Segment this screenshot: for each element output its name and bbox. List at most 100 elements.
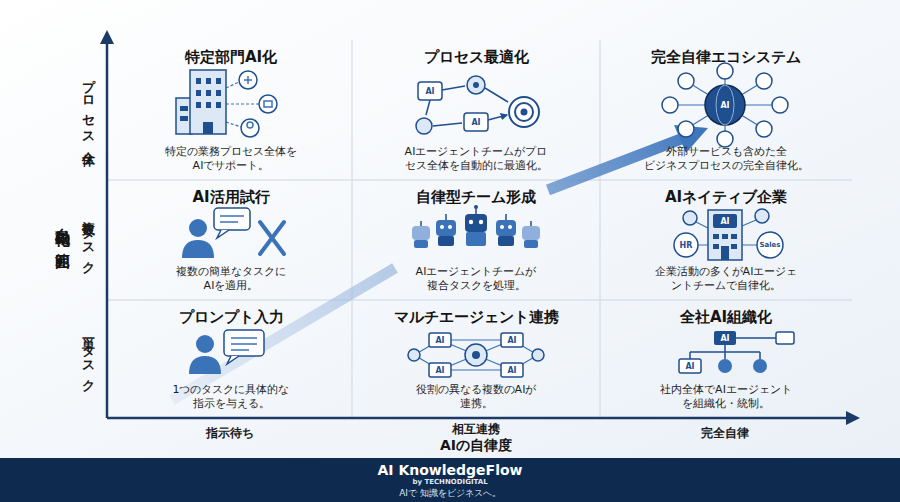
globe-symbol bbox=[716, 85, 734, 125]
robot-head bbox=[496, 220, 516, 236]
service-circle bbox=[772, 97, 788, 113]
axis-title: 自動化の範囲 bbox=[53, 216, 72, 245]
robot-symbol bbox=[496, 214, 516, 246]
person-symbol bbox=[182, 240, 214, 258]
department-circle bbox=[674, 233, 698, 257]
cell-description: 複数の簡単なタスクに AIを適用。 bbox=[165, 265, 297, 293]
speech-bubble bbox=[224, 330, 264, 356]
ai-sign bbox=[713, 214, 737, 228]
speech-bubble bbox=[214, 208, 250, 230]
axis-tick-label: プロセス全体 bbox=[79, 69, 97, 147]
cell-heading: AI活用試行 bbox=[192, 188, 269, 206]
footer-band: AI KnowledgeFlowby TECHNODIGITALAIで 知識をビ… bbox=[0, 458, 900, 502]
process-flow-icon bbox=[416, 76, 539, 134]
robot-eye bbox=[448, 225, 452, 229]
axis-tick-label: 単一タスク bbox=[79, 328, 97, 388]
robot-antenna bbox=[530, 221, 532, 226]
ai-box bbox=[714, 331, 736, 345]
brand-byline: by TECHNODIGITAL bbox=[412, 478, 487, 487]
text-lines bbox=[220, 216, 244, 222]
speech-bubble bbox=[227, 356, 239, 364]
robot-head bbox=[465, 214, 487, 232]
function-symbol bbox=[244, 76, 272, 128]
robot-body bbox=[498, 236, 514, 246]
x-axis bbox=[107, 417, 850, 420]
agent-circle bbox=[532, 349, 544, 361]
icon-label: AI bbox=[507, 336, 516, 345]
matrix-cell: AIネイティブ企業企業活動の多くがAIエージェ ントチームで自律化。 bbox=[600, 180, 852, 300]
cell-description: 社内全体でAIエージェント を組織化・統制。 bbox=[645, 383, 807, 411]
matrix-cell: AI活用試行複数の簡単なタスクに AIを適用。 bbox=[110, 180, 352, 300]
target-symbol bbox=[515, 103, 533, 121]
grid-line bbox=[107, 40, 852, 418]
cell-heading: 自律型チーム形成 bbox=[416, 188, 536, 206]
speech-bubble bbox=[217, 230, 229, 238]
person-prompt-icon bbox=[189, 330, 264, 374]
cell-description: 企業活動の多くがAIエージェ ントチームで自律化。 bbox=[645, 265, 807, 293]
target-symbol bbox=[521, 109, 528, 116]
icon-label: AI bbox=[720, 217, 729, 226]
cell-description: 特定の業務プロセス全体を AIでサポート。 bbox=[152, 145, 310, 173]
axis-title: AIの自律度 bbox=[440, 437, 512, 455]
y-axis bbox=[106, 40, 109, 418]
y-axis-arrowhead bbox=[100, 30, 114, 44]
globe-symbol bbox=[705, 85, 745, 125]
matrix-cell: プロンプト入力1つのタスクに具体的な 指示を与える。 bbox=[110, 300, 352, 418]
ai-box bbox=[501, 333, 523, 347]
department-circle bbox=[683, 211, 697, 225]
service-circle bbox=[678, 73, 694, 89]
building-shape bbox=[708, 210, 742, 260]
ai-box bbox=[429, 363, 451, 377]
robot-antenna bbox=[420, 221, 422, 226]
tool-symbol bbox=[260, 222, 284, 254]
ai-box bbox=[464, 113, 488, 131]
matrix-cell: 完全自律エコシステム外部サービスも含めた全 ビジネスプロセスの完全自律化。 bbox=[600, 40, 852, 180]
matrix-cell: 特定部門AI化特定の業務プロセス全体を AIでサポート。 bbox=[110, 40, 352, 180]
building-icon bbox=[176, 70, 277, 137]
agent-circle bbox=[408, 349, 420, 361]
icon-label: AI bbox=[471, 118, 480, 127]
gear-symbol bbox=[473, 82, 479, 88]
axis-tick-label: 相互連携 bbox=[452, 421, 500, 438]
gear-symbol bbox=[467, 76, 485, 94]
robot-antenna bbox=[445, 214, 447, 220]
ai-company-icon bbox=[674, 209, 783, 260]
person-tools-icon bbox=[182, 208, 284, 258]
page-background bbox=[0, 0, 900, 458]
robot-eye bbox=[479, 220, 483, 224]
person-symbol bbox=[416, 118, 432, 134]
hub-circle bbox=[465, 344, 487, 366]
icon-label: AI bbox=[507, 366, 516, 375]
ai-box bbox=[418, 82, 442, 100]
robot-symbol bbox=[465, 205, 487, 246]
robot-head bbox=[436, 220, 456, 236]
ecosystem-icon bbox=[662, 63, 788, 147]
robot-symbol bbox=[522, 221, 540, 248]
text-lines bbox=[231, 338, 257, 350]
cell-description: AIエージェントチームがプロ セス全体を自動的に最適化。 bbox=[392, 145, 560, 173]
brand-tagline: AIで 知識をビジネスへ。 bbox=[399, 487, 501, 499]
robot-team-icon bbox=[412, 205, 540, 248]
cell-heading: AIネイティブ企業 bbox=[665, 188, 787, 206]
icon-label: AI bbox=[720, 334, 729, 343]
cell-heading: プロンプト入力 bbox=[179, 308, 284, 326]
brand-name: AI KnowledgeFlow bbox=[377, 462, 522, 478]
axis-tick-label: 完全自律 bbox=[701, 425, 749, 442]
icon-label: AI bbox=[435, 336, 444, 345]
icon-label: Sales bbox=[759, 241, 780, 249]
robot-head bbox=[522, 226, 540, 240]
robot-eye bbox=[440, 225, 444, 229]
service-circle bbox=[756, 121, 772, 137]
robot-symbol bbox=[412, 221, 430, 248]
building-window bbox=[180, 78, 221, 121]
icon-label: AI bbox=[425, 87, 434, 96]
robot-antenna bbox=[505, 214, 507, 220]
robot-eye bbox=[508, 225, 512, 229]
robot-eye bbox=[469, 220, 473, 224]
icon-label: AI bbox=[435, 366, 444, 375]
cell-description: AIエージェントチームが 複合タスクを処理。 bbox=[407, 265, 545, 293]
cell-heading: プロセス最適化 bbox=[424, 48, 529, 66]
ai-box bbox=[501, 363, 523, 377]
